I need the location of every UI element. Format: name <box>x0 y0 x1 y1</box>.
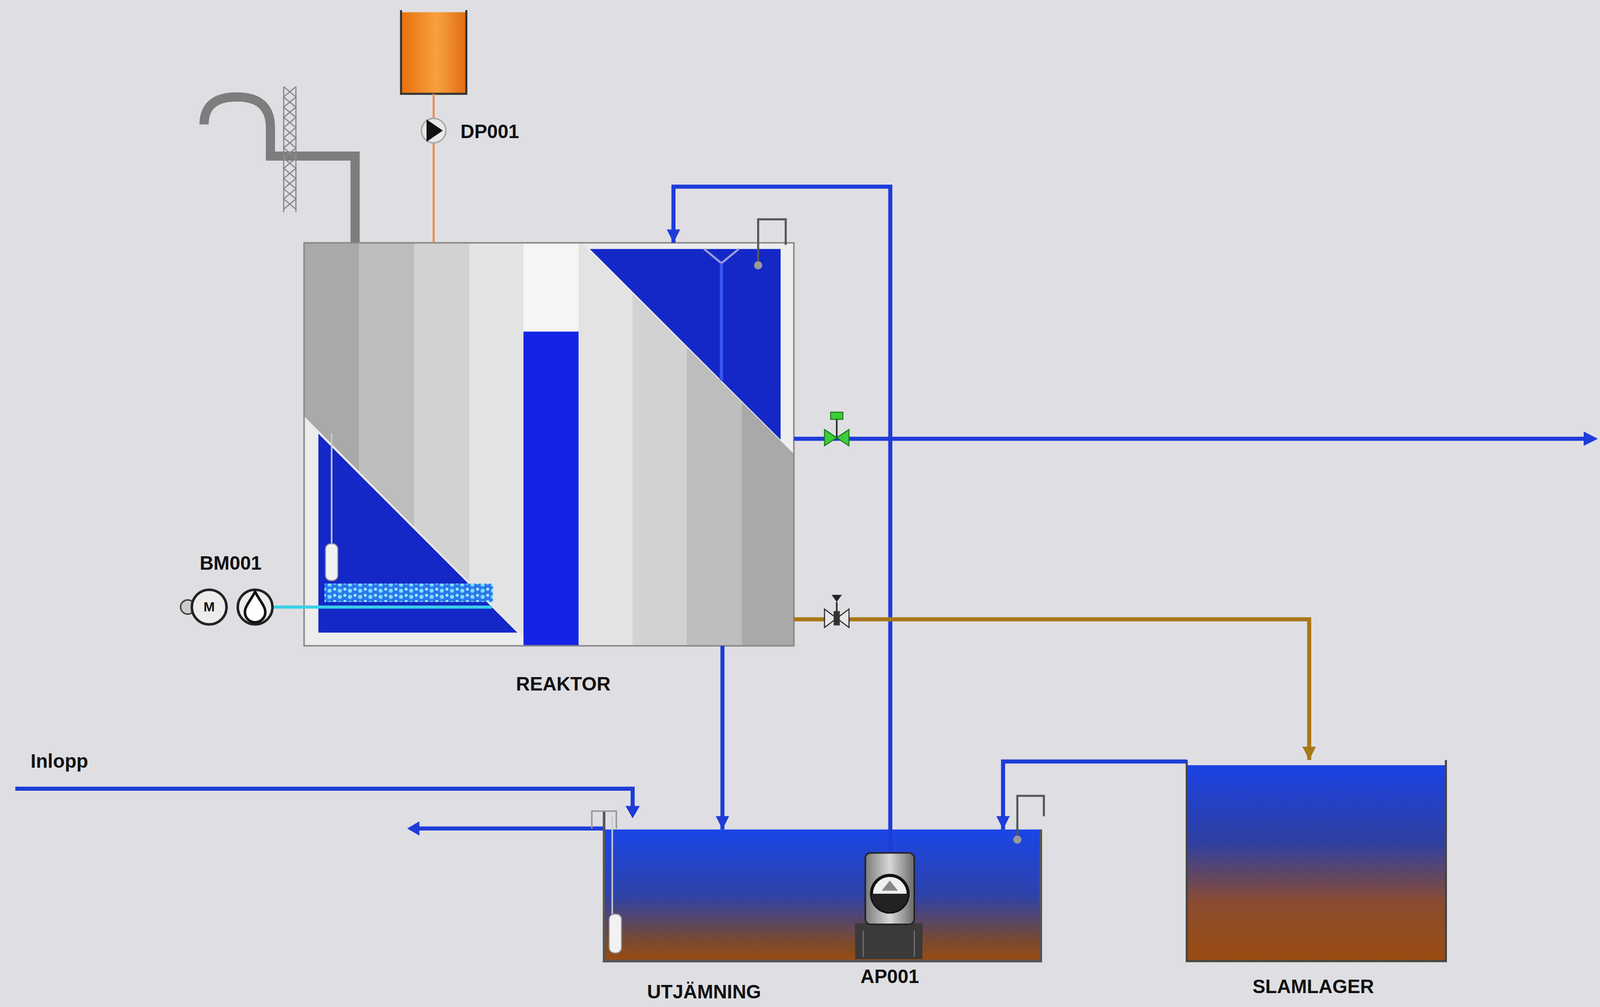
dosing-pump-symbol <box>421 118 446 143</box>
level-sensor <box>758 219 786 266</box>
submersible-pump <box>865 853 915 925</box>
dosing-tank <box>401 10 467 94</box>
outlet-pipe <box>416 826 605 831</box>
tag-label: REAKTOR <box>516 673 611 695</box>
effluent-valve <box>824 429 838 447</box>
reactor-tank <box>304 242 795 646</box>
equalization-tank <box>604 829 1041 962</box>
float-switch <box>325 544 338 581</box>
submersible-pump <box>862 930 864 958</box>
dosing-pump-symbol <box>421 118 446 143</box>
equalization-tank <box>1013 836 1022 845</box>
pump-tag: DP001 <box>418 116 546 146</box>
sludge-valve <box>824 594 850 628</box>
blower-tag: BM001 <box>179 549 278 628</box>
level-sensor <box>754 219 786 270</box>
outlet-pipe <box>407 821 420 837</box>
effluent-valve <box>824 412 850 447</box>
sludge-tank <box>1186 760 1446 962</box>
pipe-connector <box>277 605 305 609</box>
reactor-tank <box>318 433 518 633</box>
effluent-valve <box>830 412 843 420</box>
reactor-tank <box>523 331 579 646</box>
motor-letter: M <box>203 600 215 616</box>
reactor-tank <box>304 416 533 647</box>
reactor-tank: REAKTOR <box>304 242 795 646</box>
air-pipe <box>270 605 493 609</box>
tag-label: AP001 <box>860 966 920 988</box>
sludge-valve <box>831 594 842 603</box>
reactor-tank <box>720 263 723 381</box>
blower-symbol <box>237 590 273 625</box>
equalization-tank <box>592 796 1044 962</box>
pump-tag: AP001 <box>862 852 919 960</box>
submersible-pump <box>854 924 923 960</box>
pipe-label: Inlopp <box>30 750 89 772</box>
sludge-tank <box>1186 765 1446 962</box>
float-switch <box>331 433 333 546</box>
reactor-tank <box>581 242 794 454</box>
blower-symbol <box>244 592 266 623</box>
equalization-tank <box>1017 796 1044 841</box>
lattice-tower <box>283 86 297 210</box>
tag-label: UTJÄMNING <box>647 981 762 1003</box>
tag-label: DP001 <box>460 120 520 143</box>
equalization-tank <box>611 816 614 917</box>
outlet-pipe <box>407 821 605 837</box>
dosing-pump-symbol <box>426 119 443 143</box>
equalization-tank <box>604 811 1041 962</box>
blower-symbol <box>180 590 273 625</box>
effluent-valve <box>836 429 850 447</box>
vent-pipe <box>203 96 356 243</box>
submersible-pump <box>871 894 909 913</box>
air-diffuser <box>324 583 493 603</box>
lattice-tower <box>283 86 297 213</box>
dosing-tank <box>401 10 467 94</box>
inlet-pipe <box>625 806 640 819</box>
sludge-tank <box>1186 760 1446 962</box>
pipe-connector <box>720 646 725 830</box>
pipe-connector <box>673 186 891 853</box>
effluent-pipe <box>1583 431 1599 447</box>
lattice-tower <box>283 86 285 213</box>
effluent-pipe <box>794 437 1589 442</box>
equalization-tank <box>609 914 622 954</box>
pipe-connector <box>432 144 435 243</box>
tag-label: SLAMLAGER <box>1252 976 1375 998</box>
blower-symbol <box>191 590 227 625</box>
pipe-connector <box>794 619 1310 761</box>
submersible-pump <box>871 876 909 913</box>
vent-pipe <box>203 96 356 243</box>
effluent-valve <box>835 419 838 438</box>
lattice-tower <box>295 86 297 213</box>
reactor-tank <box>704 248 739 264</box>
inlet-pipe <box>15 789 633 809</box>
float-switch <box>325 433 338 581</box>
sludge-tank: SLAMLAGER <box>1186 760 1446 962</box>
submersible-pump <box>881 880 899 891</box>
submersible-pump <box>913 930 915 958</box>
lattice-tower <box>283 86 297 210</box>
sludge-valve <box>833 611 841 626</box>
reactor-tank <box>304 242 795 646</box>
submersible-pump <box>854 853 923 960</box>
effluent-pipe <box>794 431 1599 447</box>
pipe-connector <box>1003 761 1187 830</box>
reactor-tank <box>578 242 633 646</box>
reactor-tank <box>523 242 579 646</box>
reactor-tank <box>589 248 781 440</box>
tag-label: BM001 <box>199 552 262 574</box>
dosing-tank <box>401 12 467 95</box>
dosing-pipe <box>432 94 435 244</box>
equalization-tank: AP001UTJÄMNING <box>604 829 1041 962</box>
level-sensor <box>754 261 763 270</box>
inlet-pipe <box>15 789 640 819</box>
